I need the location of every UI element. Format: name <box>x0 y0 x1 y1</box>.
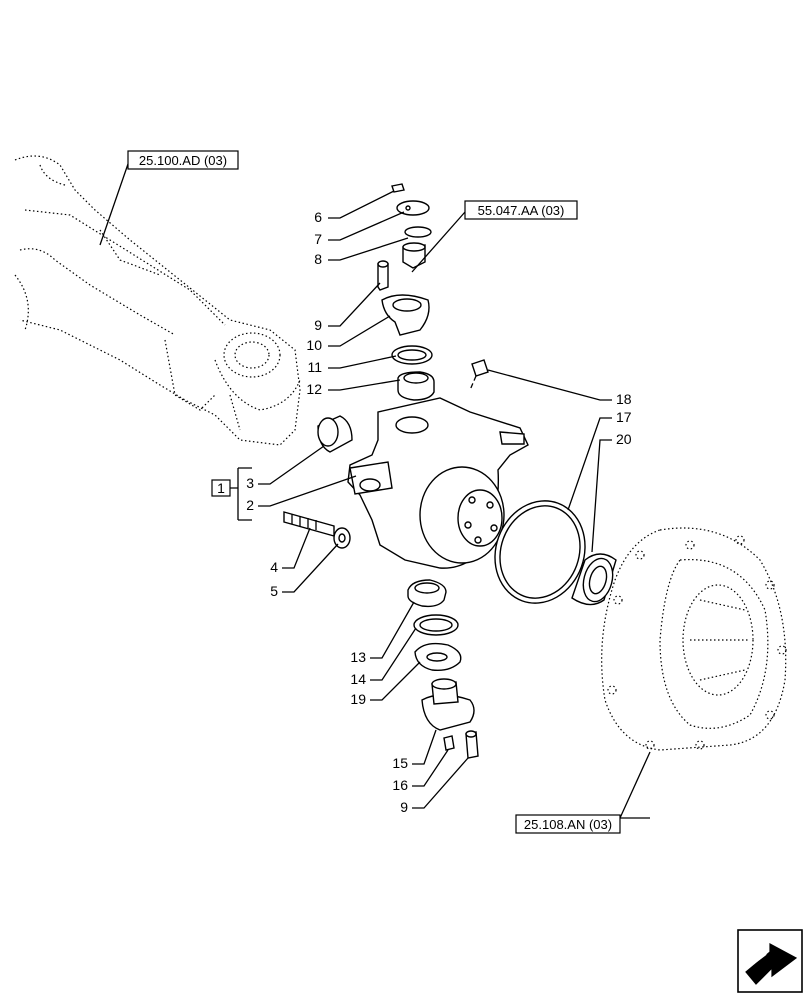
ref-box-axle[interactable]: 25.100.AD (03) <box>127 150 239 170</box>
callout-3: 3 <box>246 475 254 491</box>
group-box-1: 1 <box>211 479 231 497</box>
callout-11: 11 <box>307 359 322 375</box>
callout-10: 10 <box>306 337 322 353</box>
callout-12: 12 <box>306 381 322 397</box>
callout-17: 17 <box>616 409 632 425</box>
cap-10 <box>381 294 430 336</box>
callout-9-upper: 9 <box>314 317 322 333</box>
axle-housing-phantom <box>14 155 301 446</box>
bearing-12 <box>397 371 435 401</box>
steering-knuckle-2 <box>347 397 529 569</box>
bearing-20 <box>571 553 617 606</box>
pin-bushing <box>402 242 426 269</box>
stud-4 <box>283 511 335 537</box>
screw-6 <box>391 183 405 193</box>
bolt-9-upper <box>377 260 389 291</box>
callout-14: 14 <box>350 671 366 687</box>
callout-2: 2 <box>246 497 254 513</box>
ref-label-hub: 25.108.AN (03) <box>524 817 612 832</box>
next-page-arrow-icon[interactable] <box>737 929 803 993</box>
seal-11 <box>391 345 433 365</box>
ref-box-pin[interactable]: 55.047.AA (03) <box>464 200 578 220</box>
callout-7: 7 <box>314 231 322 247</box>
plug-15 <box>443 735 455 751</box>
callout-8: 8 <box>314 251 322 267</box>
ref-label-pin: 55.047.AA (03) <box>478 203 565 218</box>
callout-16: 16 <box>392 777 408 793</box>
lower-cap <box>421 678 475 731</box>
callout-6: 6 <box>314 209 322 225</box>
ref-box-hub[interactable]: 25.108.AN (03) <box>515 814 621 834</box>
callout-15: 15 <box>392 755 408 771</box>
callout-9-lower: 9 <box>400 799 408 815</box>
seal-17 <box>494 500 586 604</box>
seal-14 <box>413 614 459 636</box>
grease-nipple-18 <box>469 359 489 391</box>
callout-labels: 6 7 8 9 10 11 12 3 2 4 5 18 17 20 13 14 … <box>246 209 632 815</box>
callout-4: 4 <box>270 559 278 575</box>
callout-18: 18 <box>616 391 632 407</box>
shim-19 <box>414 642 462 672</box>
plate-7 <box>396 200 430 216</box>
callout-13: 13 <box>350 649 366 665</box>
washer-5 <box>333 527 351 549</box>
ref-label-axle: 25.100.AD (03) <box>139 153 227 168</box>
callout-19: 19 <box>350 691 366 707</box>
callout-5: 5 <box>270 583 278 599</box>
group-box-label: 1 <box>217 480 225 496</box>
leader-lines <box>99 163 651 819</box>
callout-20: 20 <box>616 431 632 447</box>
o-ring-8 <box>404 226 432 238</box>
bolt-9-lower <box>465 730 479 759</box>
bushing-3 <box>317 415 353 453</box>
hub-housing-phantom <box>601 527 787 751</box>
